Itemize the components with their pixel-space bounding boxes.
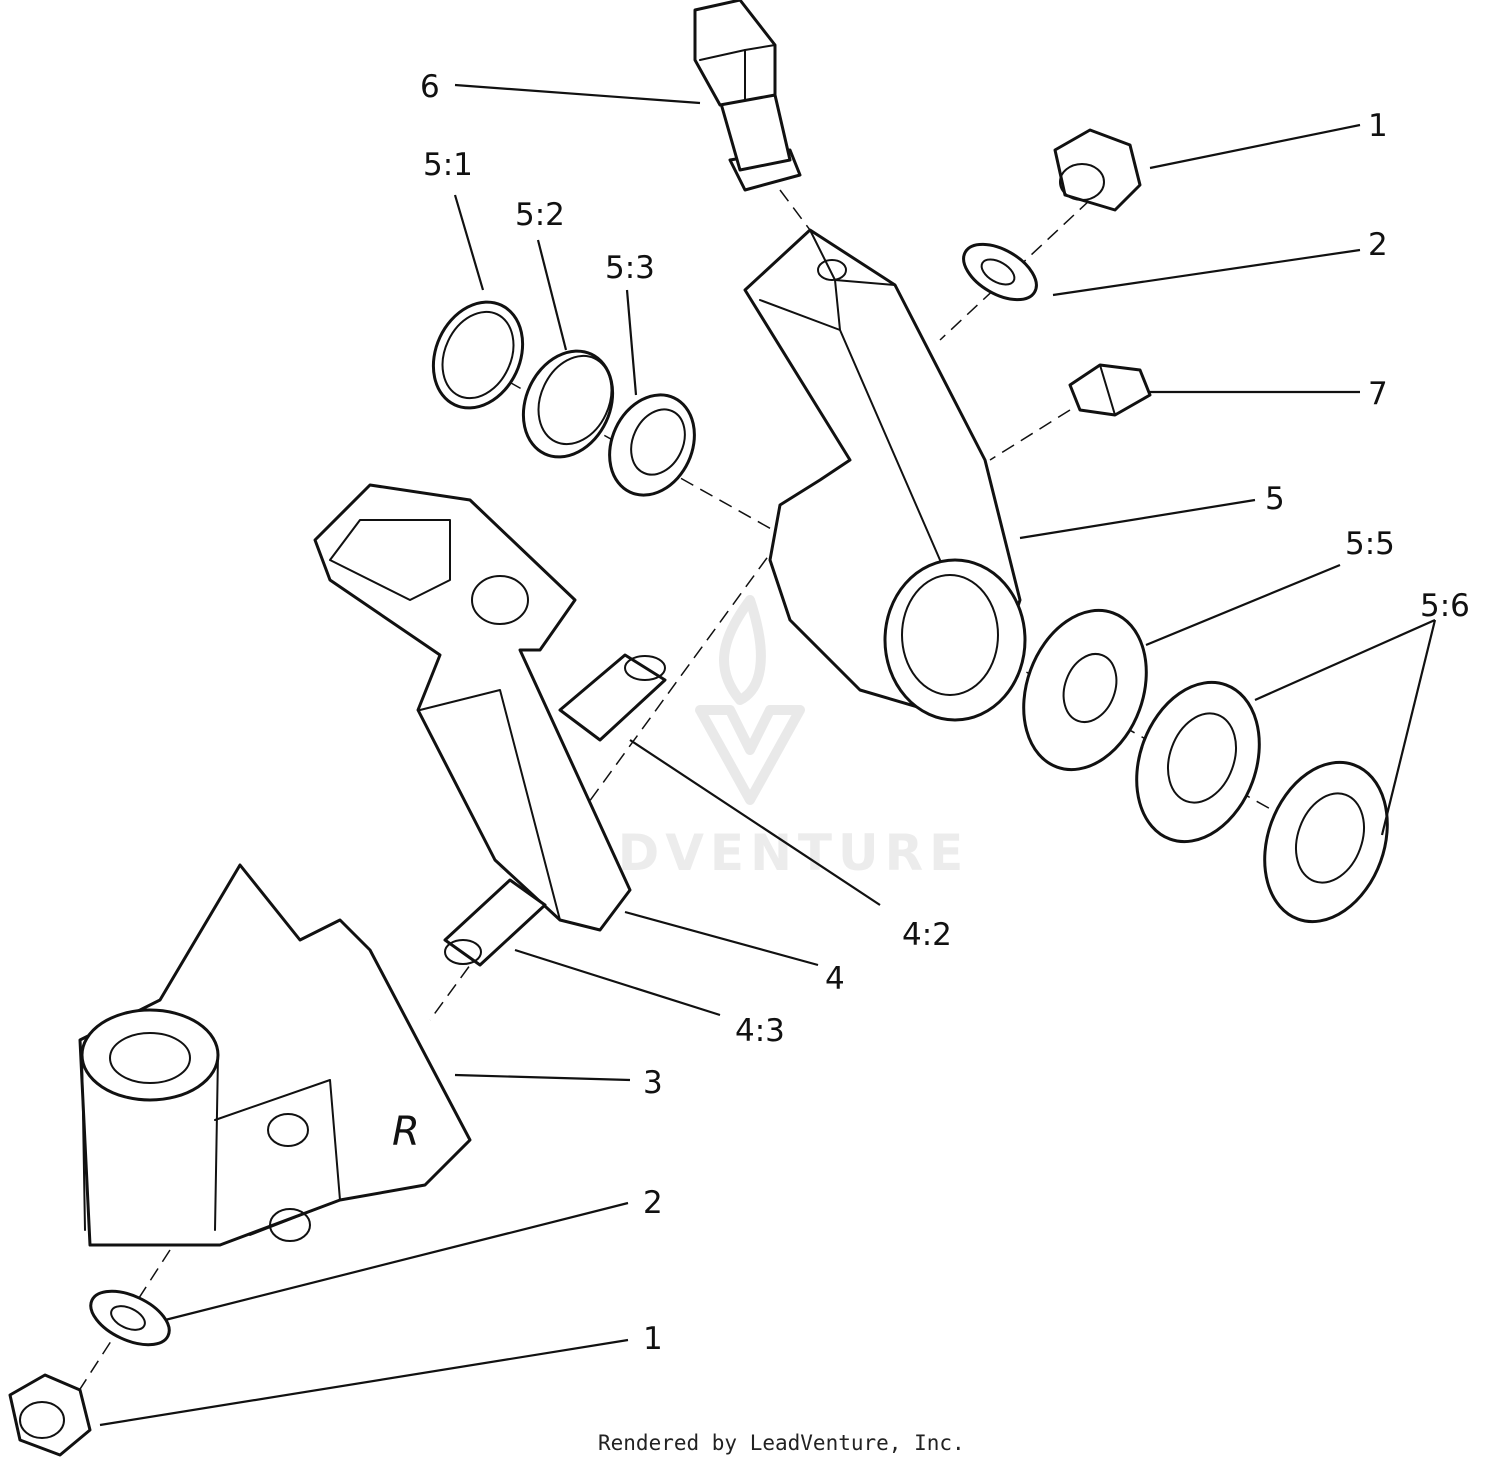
part-stamp: R bbox=[392, 1109, 420, 1155]
callout-6: 6 bbox=[420, 69, 440, 105]
pin-part-4-3 bbox=[443, 878, 547, 967]
callout-5-3: 5:3 bbox=[605, 250, 655, 286]
pin-part-4-2 bbox=[558, 653, 667, 742]
arm-part-5 bbox=[743, 228, 1027, 722]
nut-part-1-top bbox=[1053, 128, 1142, 212]
nut-part-1-bottom bbox=[8, 1373, 92, 1457]
bolt-part-6 bbox=[693, 0, 802, 192]
bearing-part-5-5 bbox=[1022, 608, 1148, 772]
washer-part-2-top bbox=[962, 242, 1038, 302]
callout-5: 5 bbox=[1265, 481, 1285, 517]
seal-part-5-6-b bbox=[1263, 760, 1389, 924]
callout-4-2: 4:2 bbox=[902, 917, 952, 953]
callout-5-6: 5:6 bbox=[1420, 588, 1470, 624]
callout-5-2: 5:2 bbox=[515, 197, 565, 233]
callout-2-bottom: 2 bbox=[643, 1185, 663, 1221]
bushing-part-5-3 bbox=[608, 393, 696, 497]
grease-fitting-part-7 bbox=[1068, 363, 1152, 417]
leader-lines bbox=[99, 83, 1437, 1427]
pivot-mount-part-3 bbox=[78, 863, 472, 1247]
callout-4: 4 bbox=[825, 961, 845, 997]
snap-ring-part-5-1 bbox=[431, 300, 525, 410]
sleeve-part-5-2 bbox=[521, 349, 615, 459]
footer-credit: Rendered by LeadVenture, Inc. bbox=[598, 1431, 965, 1455]
callout-1-top: 1 bbox=[1368, 108, 1388, 144]
callout-5-5: 5:5 bbox=[1345, 526, 1395, 562]
watermark-logo bbox=[695, 595, 805, 805]
washer-part-2-bottom bbox=[89, 1289, 171, 1347]
callout-3: 3 bbox=[643, 1065, 663, 1101]
callout-4-3: 4:3 bbox=[735, 1013, 785, 1049]
seal-part-5-6-a bbox=[1135, 680, 1261, 844]
callout-1-bottom: 1 bbox=[643, 1321, 663, 1357]
callout-7: 7 bbox=[1368, 376, 1388, 412]
bracket-part-4 bbox=[313, 483, 632, 932]
callout-2-top: 2 bbox=[1368, 227, 1388, 263]
callout-5-1: 5:1 bbox=[423, 147, 473, 183]
